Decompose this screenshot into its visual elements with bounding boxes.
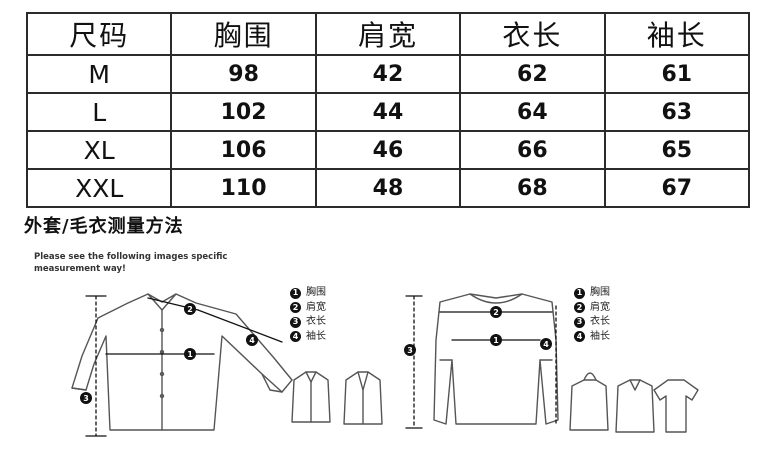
size-chart-table: 尺码 胸围 肩宽 衣长 袖长 M 98 42 62 61 L 102 44 64… xyxy=(25,12,751,208)
marker-length: 3 xyxy=(407,346,413,355)
cell-chest: 98 xyxy=(170,54,317,94)
table-row: XXL 110 48 68 67 xyxy=(25,168,751,208)
marker-shoulder: 2 xyxy=(187,305,193,314)
cell-length: 64 xyxy=(459,92,606,132)
sweater-illustration xyxy=(433,293,559,425)
cell-size: XL xyxy=(25,130,173,170)
jacket-thumbnails xyxy=(291,371,383,425)
table-header-row: 尺码 胸围 肩宽 衣长 袖长 xyxy=(25,12,751,56)
cell-chest: 106 xyxy=(170,130,317,170)
marker-chest: 1 xyxy=(187,350,193,359)
measure-note-line: Please see the following images specific xyxy=(34,252,228,262)
shirt-illustration xyxy=(71,293,293,431)
legend-shirt: 1 胸围 2 肩宽 3 衣长 4 袖长 xyxy=(290,286,326,344)
cell-shoulder: 46 xyxy=(314,130,462,170)
sweater-thumbnails xyxy=(569,372,699,433)
measurement-diagram: 1 2 3 4 1 2 3 4 xyxy=(71,293,699,437)
cell-chest: 102 xyxy=(170,92,317,132)
marker-shoulder: 2 xyxy=(493,308,499,317)
cell-sleeve: 67 xyxy=(603,168,751,208)
table-row: XL 106 46 66 65 xyxy=(25,130,751,170)
measure-note: Please see the following images specific… xyxy=(34,251,254,275)
legend-item: 4 袖长 xyxy=(290,330,326,345)
legend-label: 袖长 xyxy=(590,330,610,342)
legend-item: 1 胸围 xyxy=(290,286,326,301)
marker-sleeve: 4 xyxy=(249,336,255,345)
header-length: 衣长 xyxy=(459,12,606,56)
table-row: M 98 42 62 61 xyxy=(25,54,751,94)
legend-number: 4 xyxy=(290,331,301,343)
marker-chest: 1 xyxy=(493,336,499,345)
header-size: 尺码 xyxy=(25,12,173,56)
legend-number: 2 xyxy=(574,302,585,314)
legend-label: 衣长 xyxy=(590,316,610,327)
legend-item: 3 衣长 xyxy=(290,315,326,330)
measure-section-title: 外套/毛衣测量方法 xyxy=(24,216,184,237)
legend-label: 肩宽 xyxy=(306,301,326,313)
cell-sleeve: 61 xyxy=(603,54,751,94)
header-shoulder: 肩宽 xyxy=(314,12,462,56)
legend-item: 1 胸围 xyxy=(574,286,610,301)
cell-length: 68 xyxy=(459,168,606,208)
header-chest: 胸围 xyxy=(170,12,317,56)
marker-length: 3 xyxy=(83,394,89,403)
legend-label: 袖长 xyxy=(306,330,326,342)
cell-shoulder: 42 xyxy=(314,54,462,94)
legend-item: 2 肩宽 xyxy=(574,301,610,316)
marker-sleeve: 4 xyxy=(543,340,549,349)
legend-label: 肩宽 xyxy=(590,301,610,313)
cell-sleeve: 63 xyxy=(603,92,751,132)
cell-sleeve: 65 xyxy=(603,130,751,170)
cell-size: M xyxy=(25,54,173,94)
legend-number: 1 xyxy=(290,287,301,299)
cell-chest: 110 xyxy=(170,168,317,208)
cell-size: L xyxy=(25,92,173,132)
legend-number: 3 xyxy=(290,316,301,328)
header-sleeve: 袖长 xyxy=(603,12,751,56)
legend-label: 衣长 xyxy=(306,316,326,327)
legend-number: 1 xyxy=(574,287,585,299)
legend-item: 4 袖长 xyxy=(574,330,610,345)
legend-item: 3 衣长 xyxy=(574,315,610,330)
legend-number: 4 xyxy=(574,331,585,343)
legend-label: 胸围 xyxy=(306,287,326,298)
legend-sweater: 1 胸围 2 肩宽 3 衣长 4 袖长 xyxy=(574,286,610,344)
cell-size: XXL xyxy=(25,168,173,208)
legend-label: 胸围 xyxy=(590,287,610,298)
cell-shoulder: 44 xyxy=(314,92,462,132)
measure-note-line: measurement way! xyxy=(34,264,126,274)
cell-shoulder: 48 xyxy=(314,168,462,208)
cell-length: 62 xyxy=(459,54,606,94)
legend-number: 3 xyxy=(574,316,585,328)
legend-item: 2 肩宽 xyxy=(290,301,326,316)
legend-number: 2 xyxy=(290,302,301,314)
cell-length: 66 xyxy=(459,130,606,170)
table-row: L 102 44 64 63 xyxy=(25,92,751,132)
